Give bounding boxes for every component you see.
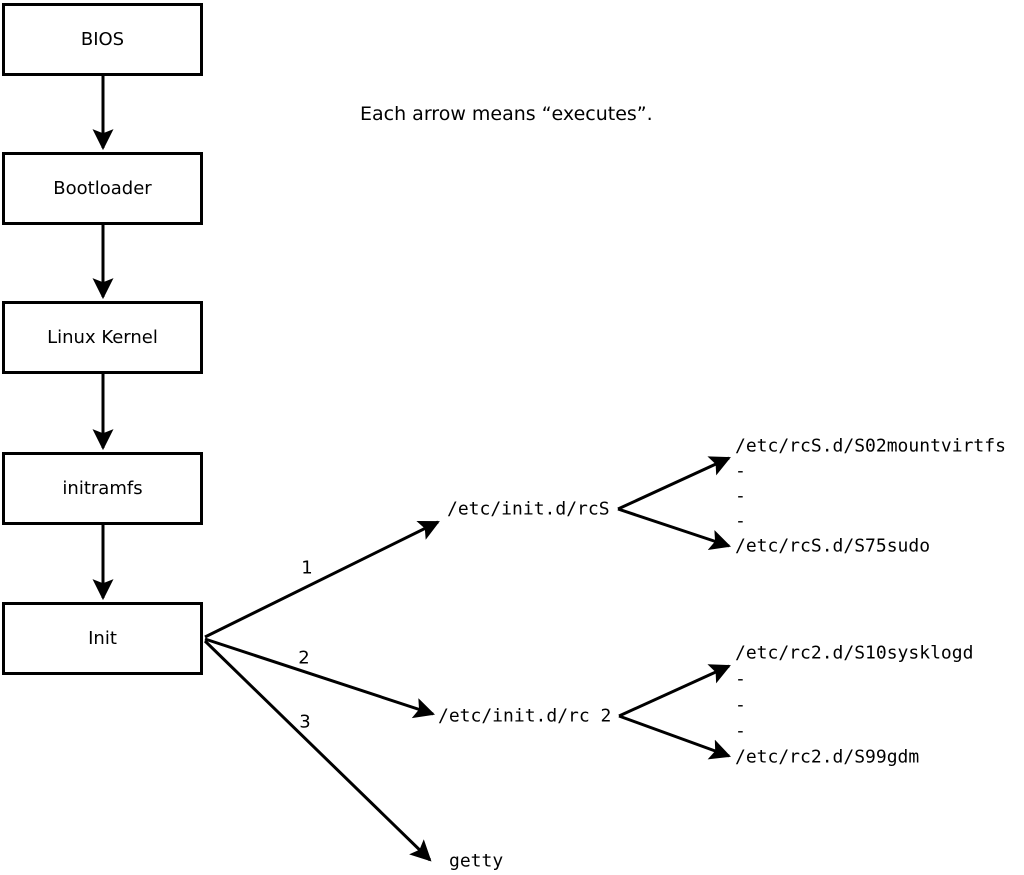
rcS-ellipsis-dash-3: -	[735, 510, 746, 532]
box-bios: BIOS	[2, 3, 203, 76]
box-linux-kernel-label: Linux Kernel	[47, 327, 158, 348]
box-bios-label: BIOS	[80, 29, 125, 50]
arrow-rcS-to-S02mountvirtfs	[617, 456, 731, 511]
rc2-ellipsis-dash-1: -	[735, 668, 746, 690]
path-rc2-S99gdm: /etc/rc2.d/S99gdm	[735, 746, 920, 768]
branch-number-3: 3	[299, 711, 311, 733]
box-linux-kernel: Linux Kernel	[2, 301, 203, 374]
rc2-ellipsis-dash-2: -	[735, 694, 746, 716]
arrow-rcS-to-S75sudo	[617, 507, 731, 550]
branch-number-1: 1	[301, 557, 313, 579]
path-getty: getty	[449, 850, 504, 872]
box-initramfs-label: initramfs	[62, 478, 143, 499]
rcS-ellipsis-dash-1: -	[735, 460, 746, 482]
rc2-ellipsis-dash-3: -	[735, 720, 746, 742]
diagram-note: Each arrow means “executes”.	[360, 103, 653, 125]
path-rcS-S02mountvirtfs: /etc/rcS.d/S02mountvirtfs	[735, 435, 1006, 457]
box-bootloader-label: Bootloader	[53, 178, 152, 199]
arrow-rc2-to-S99gdm	[618, 714, 731, 760]
path-rcS-S75sudo: /etc/rcS.d/S75sudo	[735, 535, 931, 557]
box-init-label: Init	[88, 628, 117, 649]
arrow-init-to-rcS	[204, 520, 440, 639]
arrow-init-to-rc2	[204, 637, 435, 719]
path-rc2-S10sysklogd: /etc/rc2.d/S10sysklogd	[735, 642, 974, 664]
path-init-d-rc2: /etc/init.d/rc 2	[438, 705, 612, 727]
arrow-init-to-getty	[203, 639, 432, 862]
path-init-d-rcS: /etc/init.d/rcS	[447, 498, 610, 520]
rcS-ellipsis-dash-2: -	[735, 485, 746, 507]
arrow-rc2-to-S10sysklogd	[618, 664, 731, 718]
branch-number-2: 2	[298, 647, 310, 669]
box-initramfs: initramfs	[2, 452, 203, 525]
box-bootloader: Bootloader	[2, 152, 203, 225]
box-init: Init	[2, 602, 203, 675]
